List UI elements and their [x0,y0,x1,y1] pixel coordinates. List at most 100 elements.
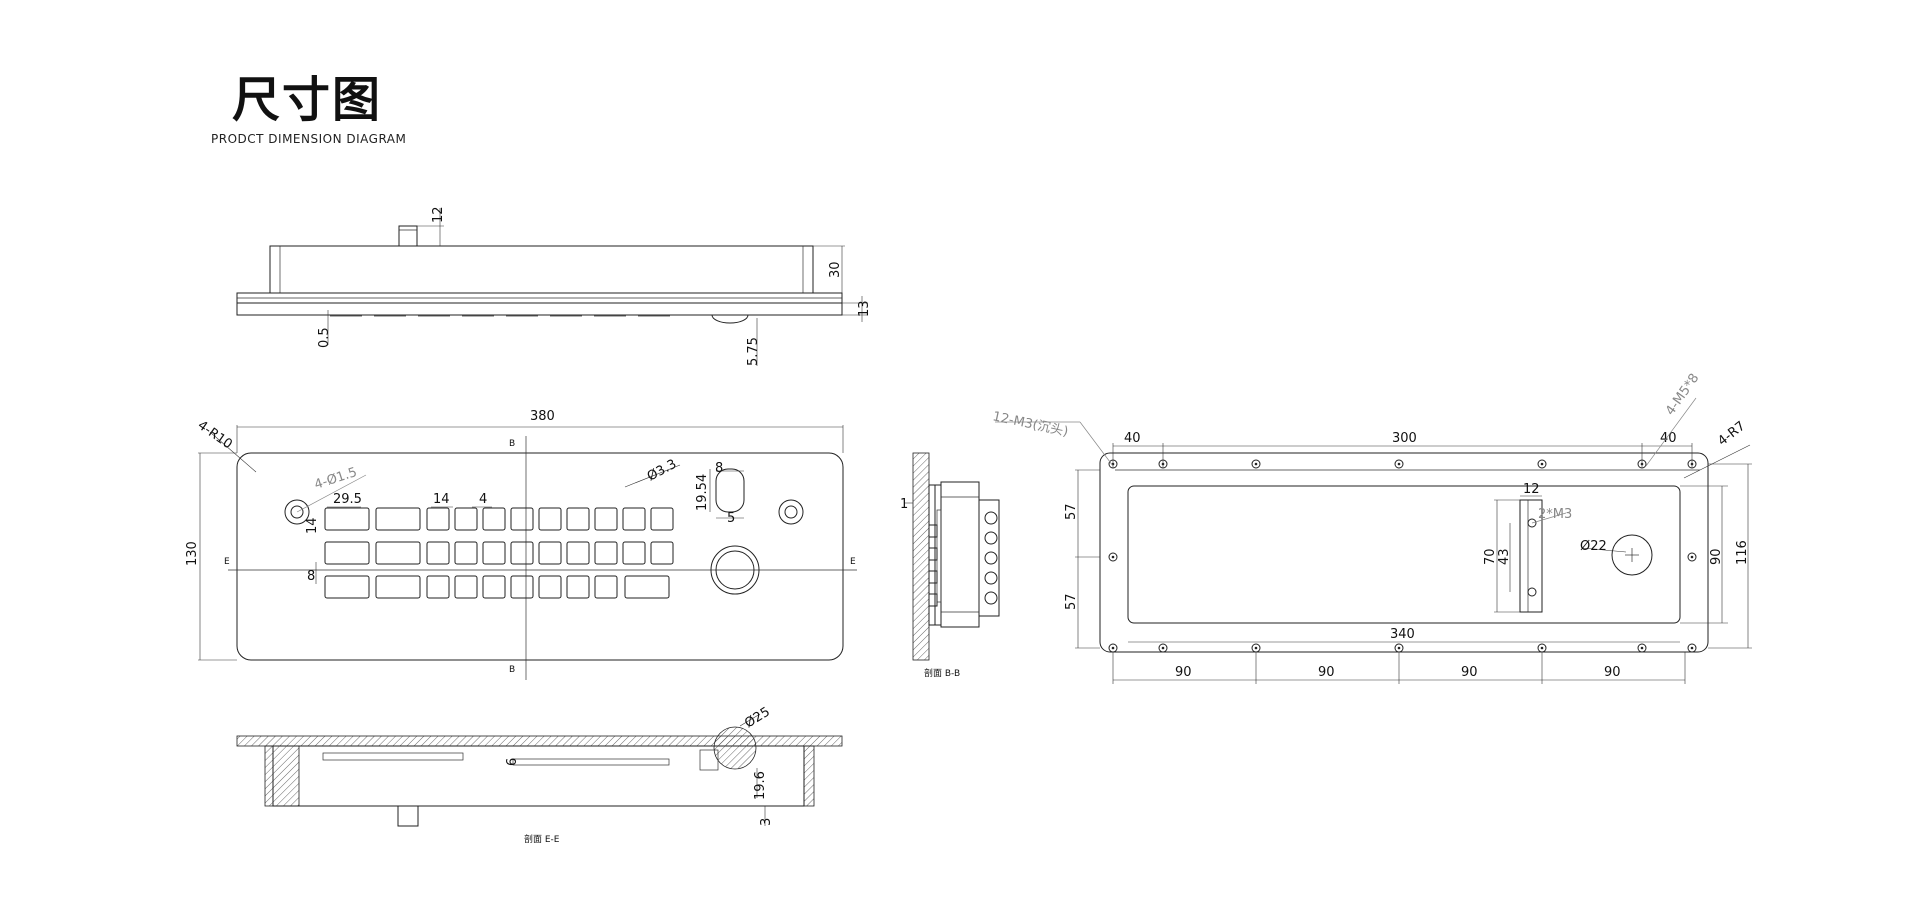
dim-thickness: 1 [900,497,908,512]
back-view: 40 300 40 57 57 90 116 340 90 90 90 90 [991,371,1752,684]
key-wide [324,541,370,565]
top-view-ball [711,314,749,324]
side-section-bracket [979,499,1000,617]
dim-slot-r: 5 [727,511,735,526]
section-mark-b-top: B [509,439,515,449]
dim-height-bottom: 57 [1064,593,1079,610]
dim-bracket-screws: 2*M3 [1538,507,1572,522]
dim-panel-height: 130 [185,541,200,566]
section-mark-e-left: E [224,557,230,567]
back-hole-center [1161,646,1165,650]
back-hole-center [1540,646,1544,650]
back-hole-center [1111,555,1115,559]
bottom-section-wall-left [264,745,300,807]
key [566,541,590,565]
dim-row-gap: 8 [307,569,315,584]
key [482,507,506,531]
back-hole [1687,552,1697,562]
dim-ball: Ø25 [742,704,773,731]
section-mark-b-bottom: B [509,665,515,675]
dim-ball-hole: Ø3.3 [645,457,679,485]
back-hole-center [1397,646,1401,650]
key-wide [375,507,421,531]
dim-bottom: 3 [759,818,774,826]
dim-bracket-holes: 43 [1497,548,1512,565]
dim-pitch-3: 90 [1461,665,1478,680]
trackball-inner [715,550,755,590]
dim-corner: 4-R10 [195,418,235,452]
key [566,507,590,531]
key [622,541,646,565]
key-wide [375,575,421,599]
mount-hole-right [778,499,804,525]
back-ball-hole [1611,534,1653,576]
back-hole-center [1397,462,1401,466]
dim-gap: 0.5 [317,327,332,348]
back-hole [1251,459,1261,469]
key [538,575,562,599]
dim-offset: 6 [505,758,520,766]
key [538,541,562,565]
top-view-stem [398,225,418,247]
key [622,507,646,531]
back-hole-center [1690,646,1694,650]
callout-corner: 4-R7 [1715,419,1748,449]
back-hole-center [1640,646,1644,650]
key [454,541,478,565]
key-wide [375,541,421,565]
dim-inner-width: 340 [1390,627,1415,642]
dim-span: 300 [1392,431,1417,446]
key [426,541,450,565]
back-hole [1637,643,1647,653]
key [482,541,506,565]
key [538,507,562,531]
key [594,541,618,565]
key [594,575,618,599]
dim-bracket-h: 70 [1483,548,1498,565]
dim-depth: 19.6 [753,771,768,800]
back-hole-center [1690,555,1694,559]
dim-stem: 12 [431,206,446,223]
mount-hole-left [284,499,310,525]
key [482,575,506,599]
key [594,507,618,531]
dim-pitch-1: 90 [1175,665,1192,680]
dim-outer-h: 116 [1735,540,1750,565]
dim-height-top: 57 [1064,503,1079,520]
key [650,541,674,565]
section-mark-e-right: E [850,557,856,567]
dim-height: 30 [828,261,843,278]
dim-flange: 13 [857,300,872,317]
dim-pitch-4: 90 [1604,665,1621,680]
key [510,507,534,531]
key-wide [324,575,370,599]
back-hole [1108,552,1118,562]
key [510,541,534,565]
back-hole [1537,459,1547,469]
key [650,507,674,531]
key [510,575,534,599]
key [566,575,590,599]
bottom-section-ball [713,726,757,770]
dim-inner-h: 90 [1709,548,1724,565]
back-hole-center [1254,462,1258,466]
dim-key-height: 14 [305,517,320,534]
dim-edge-right: 40 [1660,431,1677,446]
caption-section-e: 剖面 E-E [524,833,560,845]
front-panel-outline [236,452,844,661]
bottom-section-wall-right [803,745,815,807]
back-window [1127,485,1681,624]
dim-pitch-2: 90 [1318,665,1335,680]
page-title: 尺寸图 [232,72,383,128]
back-hole-center [1111,646,1115,650]
dim-width: 380 [530,409,555,424]
key [454,507,478,531]
dim-mount-holes: 4-Ø1.5 [313,465,359,493]
dim-slot-w: 8 [715,461,723,476]
dim-slot-h: 19.54 [695,474,710,511]
dim-ball-offset: 5.75 [746,337,761,366]
back-hole [1158,643,1168,653]
back-hole [1394,459,1404,469]
dim-key-wide: 29.5 [333,492,362,507]
